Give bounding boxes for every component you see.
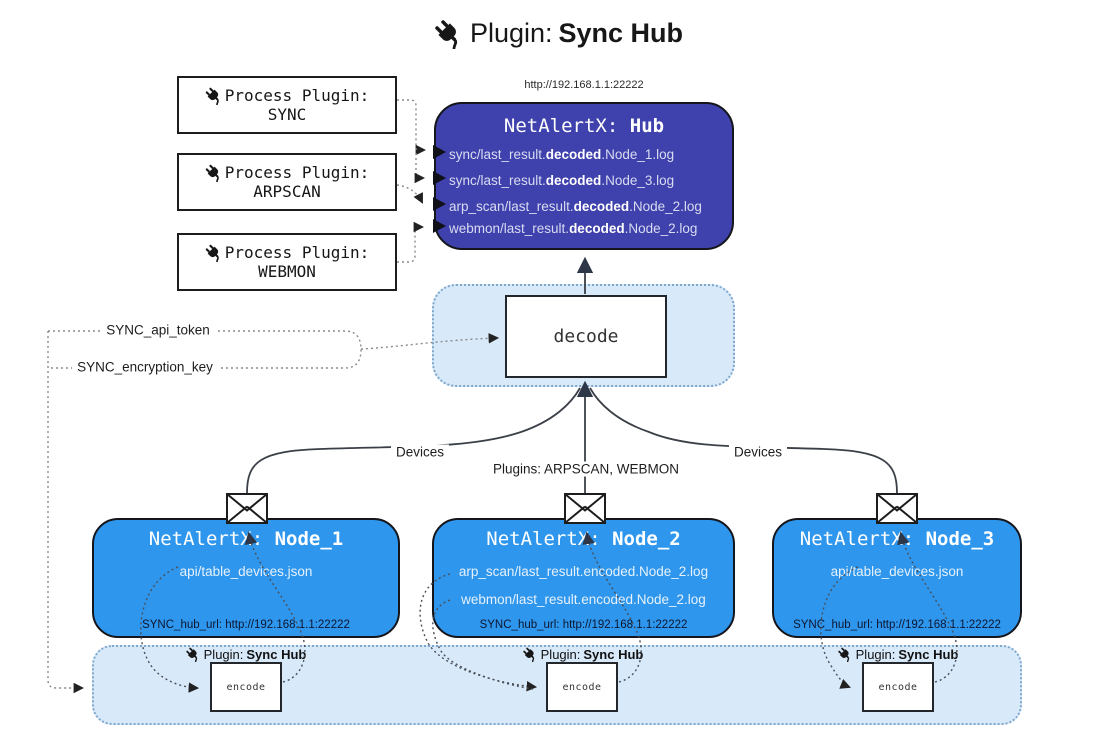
edge-sync-to-log2 bbox=[414, 148, 426, 184]
devices-label-left: Devices bbox=[390, 444, 450, 460]
node-title: NetAlertX: Node_3 bbox=[799, 528, 995, 550]
hub-log-line: sync/last_result.decoded.Node_3.log bbox=[449, 173, 675, 188]
process-plugin-label: Process Plugin: bbox=[224, 86, 370, 105]
plug-icon bbox=[205, 244, 223, 262]
plugins-edge-label: Plugins: ARPSCAN, WEBMON bbox=[487, 461, 685, 477]
node-hub-url: SYNC_hub_url: http://192.168.1.1:22222 bbox=[793, 619, 1001, 631]
sync-encryption-key-label: SYNC_encryption_key bbox=[72, 359, 218, 375]
page-title: Plugin: Sync Hub bbox=[0, 18, 1117, 49]
devices-label-right: Devices bbox=[728, 444, 788, 460]
hub-log-line: sync/last_result.decoded.Node_1.log bbox=[449, 147, 675, 162]
node-title: NetAlertX: Node_1 bbox=[148, 528, 344, 550]
node-2-box: NetAlertX: Node_2 arp_scan/last_result.e… bbox=[432, 518, 735, 638]
hub-log-line: webmon/last_result.decoded.Node_2.log bbox=[449, 221, 698, 236]
process-plugin-webmon-box: Process Plugin: WEBMON bbox=[177, 233, 397, 291]
page-title-name: Sync Hub bbox=[558, 18, 684, 48]
process-plugin-arpscan-box: Process Plugin: ARPSCAN bbox=[177, 153, 397, 211]
plug-icon bbox=[838, 647, 853, 662]
encoder-plugin-label: Plugin: Sync Hub bbox=[523, 647, 643, 662]
edge-envelope3-to-decode bbox=[589, 387, 898, 494]
plug-icon bbox=[186, 647, 201, 662]
encode-box-1: encode bbox=[210, 662, 282, 712]
plug-icon bbox=[434, 19, 464, 49]
process-plugin-name: WEBMON bbox=[258, 262, 316, 281]
process-plugin-sync-box: Process Plugin: SYNC bbox=[177, 76, 397, 134]
edge-sync-to-log1 bbox=[397, 99, 427, 156]
hub-box: NetAlertX: Hub sync/last_result.decoded.… bbox=[434, 102, 734, 250]
node-title: NetAlertX: Node_2 bbox=[486, 528, 681, 550]
node-1-box: NetAlertX: Node_1 api/table_devices.json… bbox=[92, 518, 400, 638]
hub-url-label: http://192.168.1.1:22222 bbox=[524, 79, 644, 91]
edge-envelope1-to-decode bbox=[246, 387, 581, 494]
process-plugin-label: Process Plugin: bbox=[224, 243, 370, 262]
edge-webmon-to-log4 bbox=[397, 221, 425, 263]
encode-box-3: encode bbox=[862, 662, 934, 712]
edge-key-to-encoder-panel bbox=[47, 331, 85, 694]
decode-box: decode bbox=[505, 295, 667, 378]
plug-icon bbox=[205, 164, 223, 182]
edge-arpscan-to-log3 bbox=[396, 184, 423, 204]
node-hub-url: SYNC_hub_url: http://192.168.1.1:22222 bbox=[479, 619, 688, 631]
node-file: api/table_devices.json bbox=[830, 564, 964, 579]
process-plugin-name: SYNC bbox=[267, 105, 307, 124]
process-plugin-name: ARPSCAN bbox=[253, 182, 321, 201]
hub-title: NetAlertX: Hub bbox=[503, 115, 665, 137]
node-hub-url: SYNC_hub_url: http://192.168.1.1:22222 bbox=[142, 619, 350, 631]
hub-log-line: arp_scan/last_result.decoded.Node_2.log bbox=[449, 199, 702, 214]
node-file: arp_scan/last_result.encoded.Node_2.log bbox=[458, 564, 709, 579]
node-file: api/table_devices.json bbox=[179, 564, 313, 579]
plug-icon bbox=[523, 647, 538, 662]
sync-api-token-label: SYNC_api_token bbox=[101, 322, 215, 338]
page-title-prefix: Plugin: bbox=[469, 18, 553, 48]
node-file: webmon/last_result.encoded.Node_2.log bbox=[461, 592, 706, 607]
encode-box-2: encode bbox=[546, 662, 618, 712]
process-plugin-label: Process Plugin: bbox=[224, 163, 370, 182]
plug-icon bbox=[205, 87, 223, 105]
node-3-box: NetAlertX: Node_3 api/table_devices.json… bbox=[772, 518, 1022, 638]
encoder-plugin-label: Plugin: Sync Hub bbox=[838, 647, 958, 662]
encoder-plugin-label: Plugin: Sync Hub bbox=[186, 647, 306, 662]
